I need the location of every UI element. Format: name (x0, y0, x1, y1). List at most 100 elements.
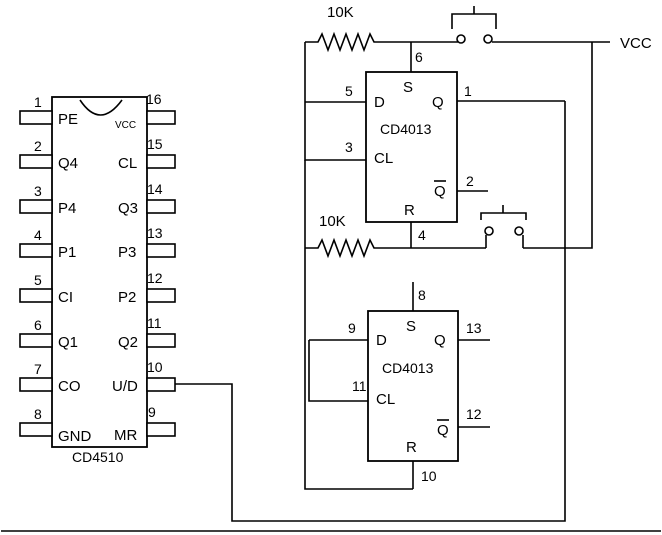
pin-number-s: 6 (415, 49, 423, 65)
r-input-wire-bottom (304, 248, 413, 490)
cd4510-pin-16: 16 VCC (115, 91, 176, 131)
cd4510-pin-4: 4 P1 (19, 227, 76, 261)
pin-label: CO (58, 378, 81, 395)
pin-label: GND (58, 428, 92, 445)
pin-number: 2 (34, 138, 42, 154)
pin-label-r: R (404, 202, 415, 219)
cd4510-pin-14: 14 Q3 (118, 181, 176, 217)
cd4510-pin-12: 12 P2 (118, 270, 176, 306)
switch-top-contact-right (483, 34, 493, 44)
ud-wire (175, 101, 566, 522)
cd4013-bottom-name: CD4013 (382, 360, 434, 376)
cd4013-top-chip: CD4013 S D Q CL Q R 6 5 1 3 2 4 (345, 42, 565, 248)
cd4510-body (51, 96, 148, 448)
pin-number: 16 (146, 91, 162, 107)
pin-label: CL (118, 155, 137, 172)
pin-number: 7 (34, 361, 42, 377)
pin-number: 6 (34, 317, 42, 333)
pin-number: 3 (34, 183, 42, 199)
pin-label: Q3 (118, 200, 138, 217)
pin-number: 15 (147, 136, 163, 152)
pin-number-cl: 3 (345, 139, 353, 155)
pin-number-r: 4 (418, 227, 426, 243)
pin-number-qbar: 12 (466, 406, 482, 422)
pin-label: MR (114, 427, 137, 444)
pin-label-d: D (376, 332, 387, 349)
pin-number-q: 13 (466, 320, 482, 336)
resistor-top-label: 10K (327, 4, 354, 21)
cd4510-pin-11: 11 Q2 (118, 315, 176, 351)
switch-top-button (451, 13, 497, 29)
pin-pad (146, 154, 176, 169)
pin-number: 10 (147, 359, 163, 375)
cd4510-pin-1: 1 PE (19, 94, 78, 128)
cd4510-pin-9: 9 MR (114, 404, 176, 444)
pin-number-cl: 11 (352, 378, 367, 394)
pin-label: CI (58, 289, 73, 306)
pin-label: P3 (118, 244, 136, 261)
cd4013-top-body (365, 71, 458, 223)
cd4013-bottom-chip: CD4013 S D Q CL Q R 8 9 13 11 12 10 (348, 282, 490, 489)
cd4013-top-name: CD4013 (380, 121, 432, 137)
pin-label: P1 (58, 244, 76, 261)
switch-bottom-contact-right (514, 226, 524, 236)
cd4510-pin-7: 7 CO (19, 361, 81, 395)
pin-pad (19, 422, 53, 437)
switch-top-contact-left (456, 34, 466, 44)
pin-label-r: R (406, 439, 417, 456)
pin-label: P4 (58, 200, 76, 217)
pin-pad (19, 199, 53, 214)
cd4510-notch (79, 99, 123, 116)
cd4510-pin-5: 5 CI (19, 272, 73, 306)
resistor-top (305, 31, 458, 53)
pin-number: 9 (148, 404, 156, 420)
cd4510-pin-13: 13 P3 (118, 225, 176, 261)
pin-label-cl: CL (374, 150, 393, 167)
cd4510-name: CD4510 (72, 449, 124, 465)
pin-number-s: 8 (418, 287, 426, 303)
pin-pad (19, 154, 53, 169)
cd4013-bottom-body (367, 310, 459, 462)
pin-number: 5 (34, 272, 42, 288)
pin-label-cl: CL (376, 391, 395, 408)
pin-label-s: S (406, 318, 416, 335)
cd4510-pin-2: 2 Q4 (19, 138, 78, 172)
cd4510-chip: CD4510 1 PE 2 Q4 3 P4 4 P1 5 CI (19, 91, 176, 465)
pin-pad (146, 333, 176, 348)
switch-bottom-contact-left (484, 226, 494, 236)
vcc-drop-wire (523, 42, 593, 249)
vcc-label: VCC (620, 35, 652, 52)
cd4510-pin-8: 8 GND (19, 406, 92, 445)
cl-input-wire-top (304, 102, 366, 161)
pin-number-d: 5 (345, 83, 353, 99)
pin-pad (19, 243, 53, 258)
pin-label-qbar: Q (434, 183, 446, 200)
pin-number: 11 (147, 315, 162, 331)
pin-number-qbar: 2 (466, 173, 474, 189)
resistor-bottom-label: 10K (319, 213, 346, 230)
pin-label-s: S (403, 79, 413, 96)
pin-label: U/D (112, 378, 138, 395)
pin-number-r: 10 (421, 468, 437, 484)
pin-pad (146, 243, 176, 258)
resistor-bottom (305, 237, 486, 259)
pin-label-d: D (374, 94, 385, 111)
pin-number: 4 (34, 227, 42, 243)
pin-pad (19, 110, 53, 125)
pin-label: P2 (118, 289, 136, 306)
pin-pad (146, 422, 176, 437)
cd4510-pin-3: 3 P4 (19, 183, 76, 217)
pin-number: 13 (147, 225, 163, 241)
pin-label: Q1 (58, 334, 78, 351)
pin-label: PE (58, 111, 78, 128)
pin-pad (19, 288, 53, 303)
pin-label-q: Q (432, 94, 444, 111)
pin-pad (146, 288, 176, 303)
switch-bottom-button (480, 212, 527, 220)
pin-number: 14 (147, 181, 163, 197)
pin-label: Q4 (58, 155, 78, 172)
pin-number: 8 (34, 406, 42, 422)
cd4510-pin-6: 6 Q1 (19, 317, 78, 351)
pin-pad (146, 110, 176, 125)
pin-label-qbar: Q (437, 422, 449, 439)
